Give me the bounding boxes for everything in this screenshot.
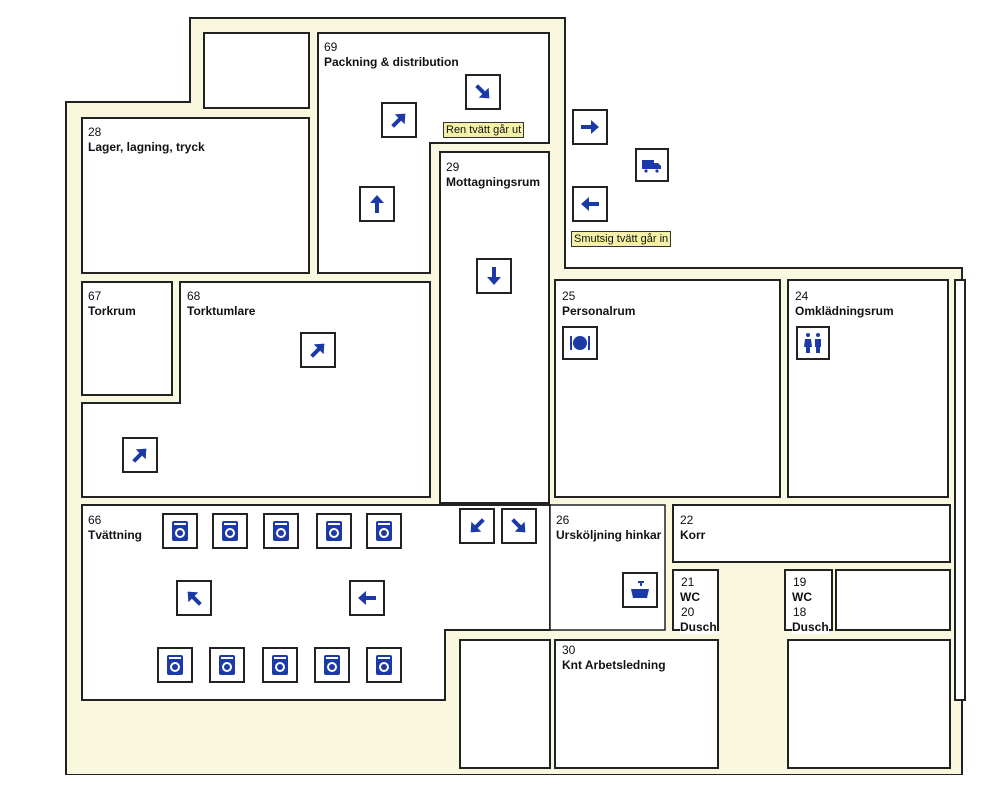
- washing-machine-icon: [366, 647, 402, 683]
- arrow-icon: [459, 508, 495, 544]
- room-number: 66: [88, 513, 102, 527]
- room-19-number: 19: [793, 575, 807, 589]
- arrow-icon: [572, 186, 608, 222]
- room-20-number: 20: [681, 605, 695, 619]
- washing-machine-icon: [366, 513, 402, 549]
- room-name: Torktumlare: [187, 304, 256, 318]
- room-name: Korr: [680, 528, 706, 542]
- room-name: Lager, lagning, tryck: [88, 140, 205, 154]
- room-name: Packning & distribution: [324, 55, 459, 69]
- room-unlabeled-top: [203, 32, 310, 109]
- arrow-icon: [501, 508, 537, 544]
- room-name: Tvättning: [88, 528, 142, 542]
- truck-icon: [635, 148, 669, 182]
- room-number: 26: [556, 513, 570, 527]
- room-26: [549, 504, 666, 631]
- room-bottom-right: [787, 639, 951, 769]
- dining-icon: [562, 326, 598, 360]
- room-number: 30: [562, 643, 576, 657]
- room-21-number: 21: [681, 575, 695, 589]
- arrow-icon: [476, 258, 512, 294]
- room-number: 25: [562, 289, 576, 303]
- room-name: Torkrum: [88, 304, 136, 318]
- washing-machine-icon: [212, 513, 248, 549]
- arrow-icon: [176, 580, 212, 616]
- room-unlabeled-bottom: [459, 639, 551, 769]
- room-name: Personalrum: [562, 304, 636, 318]
- room-67: [81, 281, 173, 396]
- restroom-icon: [796, 326, 830, 360]
- room-name: Mottagningsrum: [446, 175, 540, 189]
- room-24: [787, 279, 949, 498]
- washing-machine-icon: [157, 647, 193, 683]
- arrow-icon: [359, 186, 395, 222]
- room-number: 29: [446, 160, 460, 174]
- room-28: [81, 117, 310, 274]
- washing-machine-icon: [314, 647, 350, 683]
- room-name: Ursköljning hinkar: [556, 528, 662, 542]
- arrow-icon: [122, 437, 158, 473]
- room-18-number: 18: [793, 605, 807, 619]
- room-number: 22: [680, 513, 694, 527]
- arrow-icon: [465, 74, 501, 110]
- washing-machine-icon: [162, 513, 198, 549]
- arrow-icon: [349, 580, 385, 616]
- washing-machine-icon: [209, 647, 245, 683]
- room-19-name: WC: [792, 590, 812, 604]
- room-22: [672, 504, 951, 563]
- sink-icon: [622, 572, 658, 608]
- clean-laundry-out-note: Ren tvätt går ut: [443, 122, 525, 138]
- washing-machine-icon: [263, 513, 299, 549]
- arrow-icon: [300, 332, 336, 368]
- room-number: 28: [88, 125, 102, 139]
- arrow-icon: [381, 102, 417, 138]
- room-number: 67: [88, 289, 102, 303]
- washing-machine-icon: [262, 647, 298, 683]
- room-name: Omklädningsrum: [795, 304, 894, 318]
- room-number: 69: [324, 40, 338, 54]
- room-right-mid: [835, 569, 951, 631]
- room-68: [81, 281, 431, 498]
- washing-machine-icon: [316, 513, 352, 549]
- dirty-laundry-in-note: Smutsig tvätt går in: [571, 231, 672, 247]
- room-18-name: Dusch: [792, 620, 829, 634]
- room-number: 68: [187, 289, 201, 303]
- arrow-icon: [572, 109, 608, 145]
- room-21-name: WC: [680, 590, 700, 604]
- room-29: [439, 151, 550, 504]
- room-30: [554, 639, 719, 769]
- room-20-name: Dusch: [680, 620, 717, 634]
- room-name: Knt Arbetsledning: [562, 658, 666, 672]
- room-number: 24: [795, 289, 809, 303]
- room-right-edge: [954, 279, 966, 701]
- room-25: [554, 279, 781, 498]
